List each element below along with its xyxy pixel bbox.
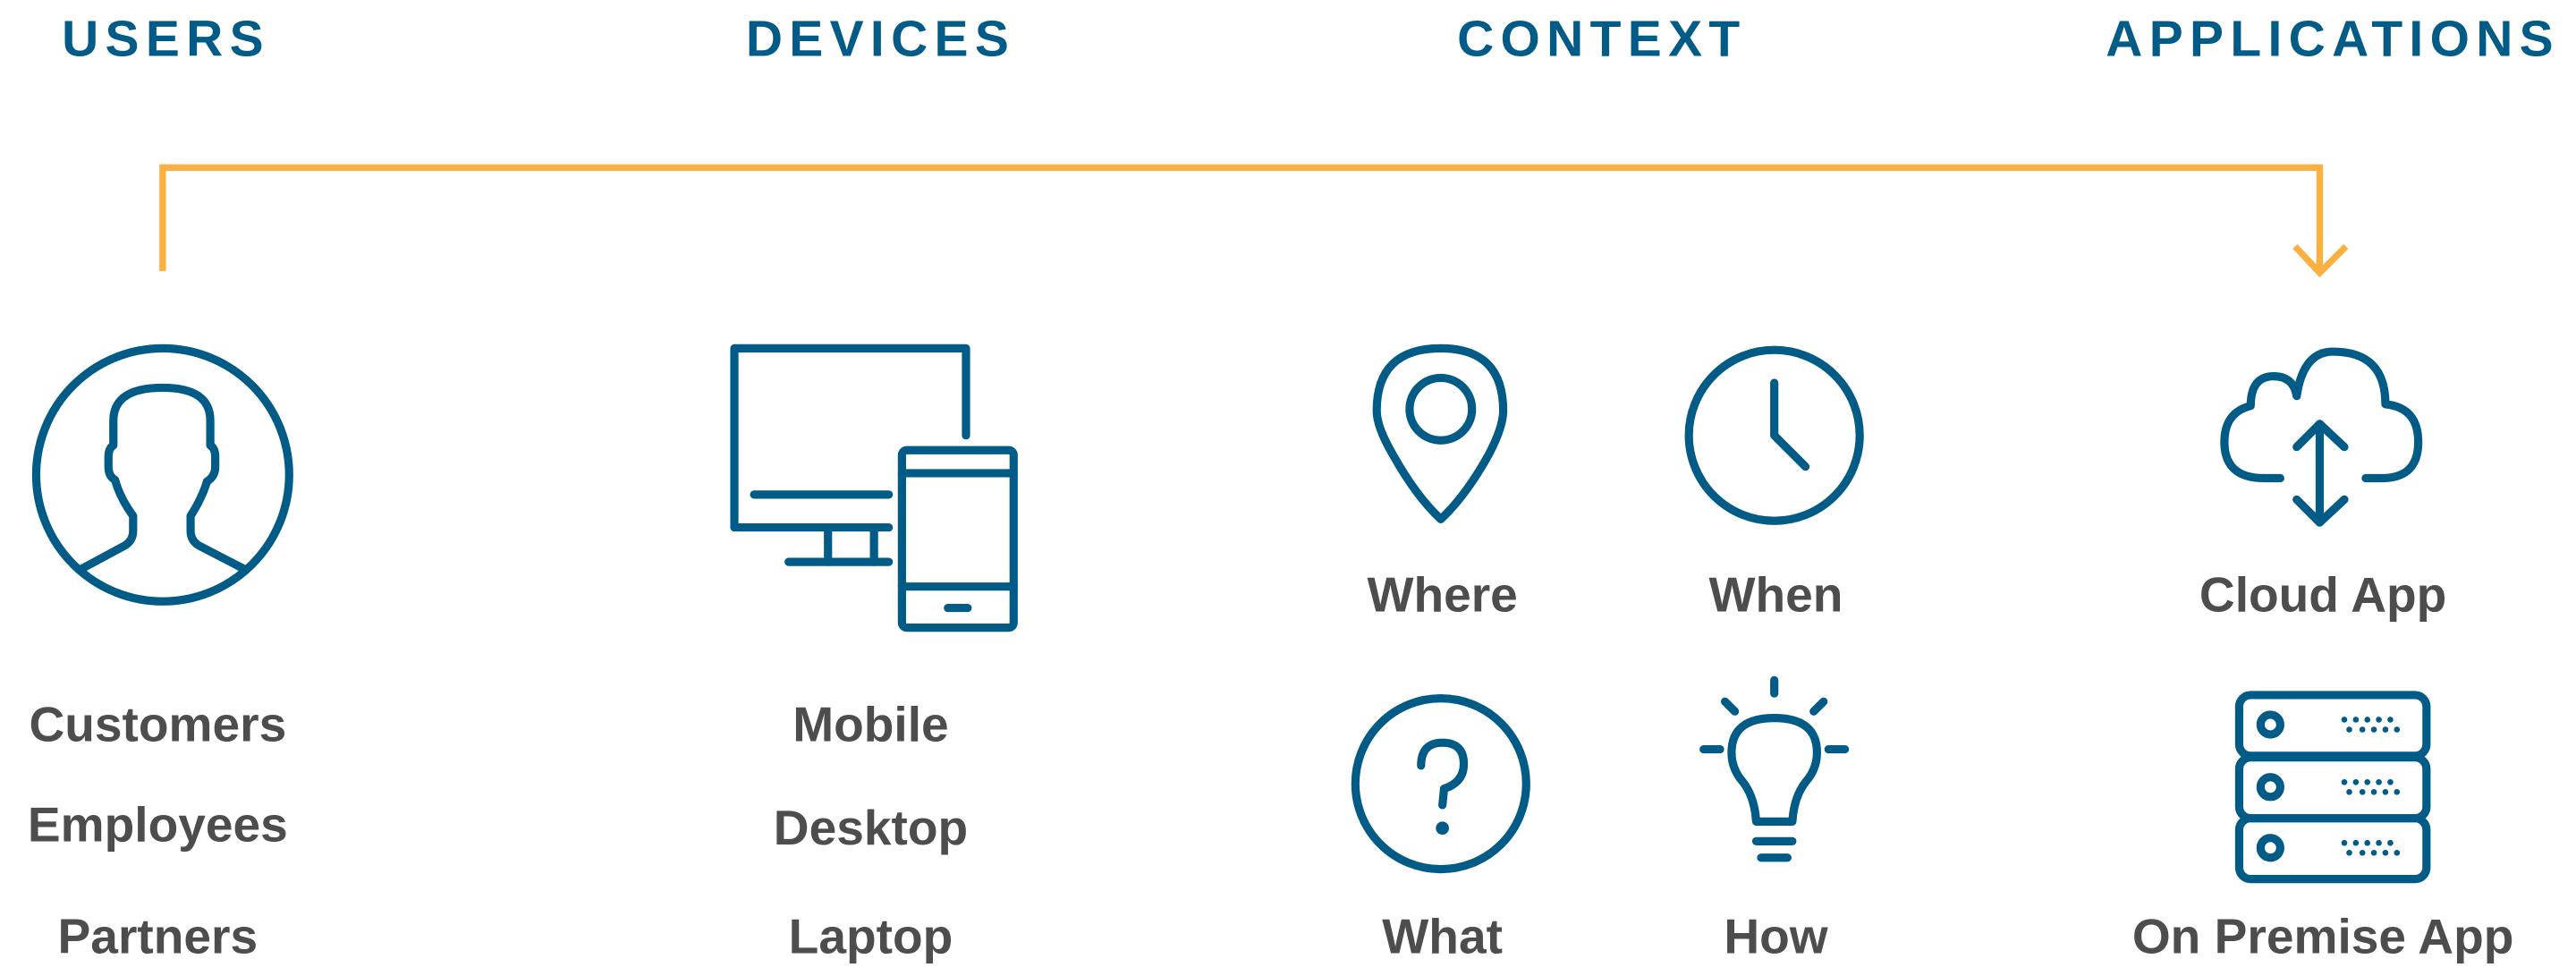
users-item-customers: Customers xyxy=(29,696,286,751)
header-applications: APPLICATIONS xyxy=(2106,10,2560,67)
flow-connector-arrow xyxy=(159,164,2349,278)
cloud-app-label: Cloud App xyxy=(2199,566,2446,622)
lightbulb-icon xyxy=(1699,675,1850,862)
header-context: CONTEXT xyxy=(1457,10,1746,67)
on-premise-app-label: On Premise App xyxy=(2132,908,2514,963)
header-devices: DEVICES xyxy=(746,10,1015,67)
server-indicator-dots xyxy=(2341,717,2401,856)
devices-item-laptop: Laptop xyxy=(789,908,953,963)
context-when-label: When xyxy=(1709,566,1843,622)
users-item-partners: Partners xyxy=(58,908,258,963)
clock-icon xyxy=(1684,345,1864,525)
context-what-label: What xyxy=(1382,908,1503,963)
cloud-upload-download-icon xyxy=(2220,347,2423,527)
server-rack-icon xyxy=(2234,691,2431,884)
users-item-employees: Employees xyxy=(28,796,288,852)
question-icon xyxy=(1351,694,1530,874)
devices-item-desktop: Desktop xyxy=(774,800,968,855)
context-where-label: Where xyxy=(1367,566,1517,622)
devices-icon xyxy=(730,344,1018,632)
user-circle-icon xyxy=(31,344,293,606)
header-users: USERS xyxy=(62,10,270,67)
context-how-label: How xyxy=(1724,908,1827,963)
arrowhead-icon xyxy=(2292,243,2349,278)
devices-item-mobile: Mobile xyxy=(792,696,948,751)
location-pin-icon xyxy=(1372,344,1508,523)
